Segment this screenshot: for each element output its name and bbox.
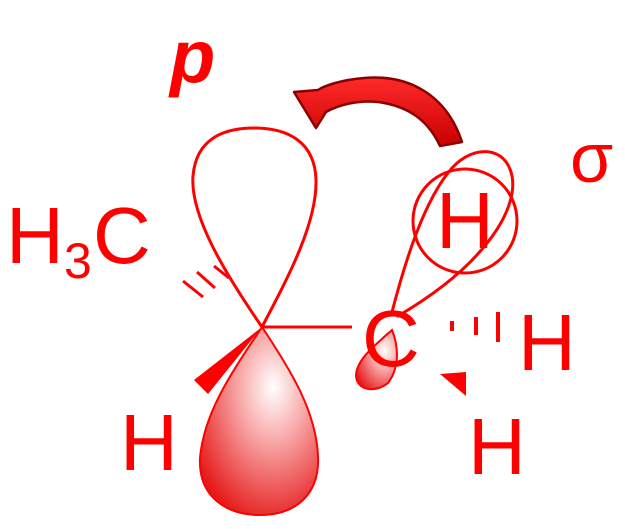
- circled-h-ring: [411, 167, 519, 275]
- label-methyl-c: C: [93, 191, 151, 280]
- hashed-wedge-ch3: [182, 264, 230, 299]
- label-h-right: H: [518, 298, 576, 387]
- hashed-wedge-h-right: [450, 312, 500, 342]
- label-h-bottom-right: H: [468, 402, 526, 491]
- p-orbital-upper-lobe: [191, 126, 318, 330]
- solid-wedge-h-bottom-right: [440, 372, 466, 396]
- donation-arrow: [292, 76, 464, 148]
- p-orbital-lower-lobe: [198, 325, 320, 517]
- label-sigma-orbital: σ: [570, 119, 613, 197]
- label-methyl-subscript: 3: [64, 233, 92, 289]
- label-h-lower-left: H: [120, 398, 178, 487]
- label-h-circled: H: [436, 176, 494, 265]
- solid-wedge-h-left: [194, 327, 262, 394]
- label-carbon: C: [362, 294, 420, 383]
- sigma-bond-orbital: [390, 150, 515, 318]
- label-methyl-h: H: [6, 191, 64, 280]
- sigma-back-lobe: [354, 328, 398, 391]
- label-p-orbital: p: [168, 15, 215, 98]
